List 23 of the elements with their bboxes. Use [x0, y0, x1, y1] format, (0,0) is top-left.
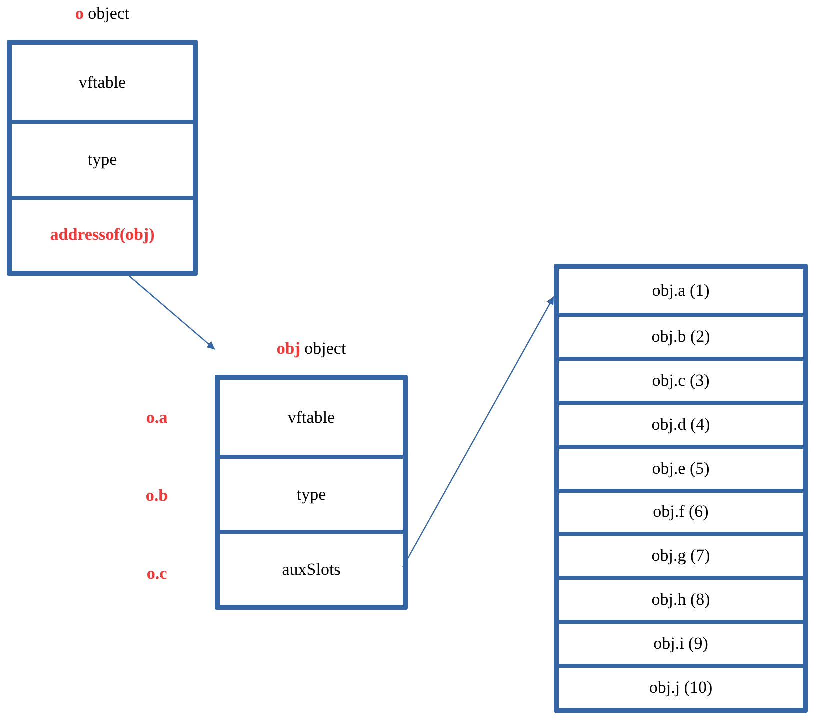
- memory-slot: obj.b (2): [559, 312, 803, 357]
- memory-slot: addressof(obj): [12, 196, 193, 271]
- memory-slot: obj.d (4): [559, 400, 803, 445]
- memory-slot: obj.e (5): [559, 444, 803, 488]
- memory-slot: vftable: [220, 380, 403, 455]
- arrow: [128, 276, 216, 350]
- offset-label: o.c: [146, 564, 168, 584]
- offset-label: o.b: [144, 486, 170, 506]
- memory-slot: obj.f (6): [559, 488, 803, 532]
- memory-slot: obj.a (1): [559, 269, 803, 313]
- memory-slot: type: [220, 455, 403, 530]
- memory-slot: obj.j (10): [559, 664, 803, 708]
- memory-slot: obj.c (3): [559, 356, 803, 401]
- object-heading: o object: [74, 4, 131, 24]
- object-heading: obj object: [276, 339, 348, 359]
- memory-slot: obj.i (9): [559, 620, 803, 664]
- memory-slot: obj.h (8): [559, 576, 803, 620]
- memory-slot: auxSlots: [220, 530, 403, 605]
- offset-label: o.a: [145, 408, 169, 428]
- arrow: [402, 296, 555, 568]
- memory-slot: vftable: [12, 45, 193, 120]
- memory-slot: type: [12, 120, 193, 196]
- memory-slot: obj.g (7): [559, 532, 803, 576]
